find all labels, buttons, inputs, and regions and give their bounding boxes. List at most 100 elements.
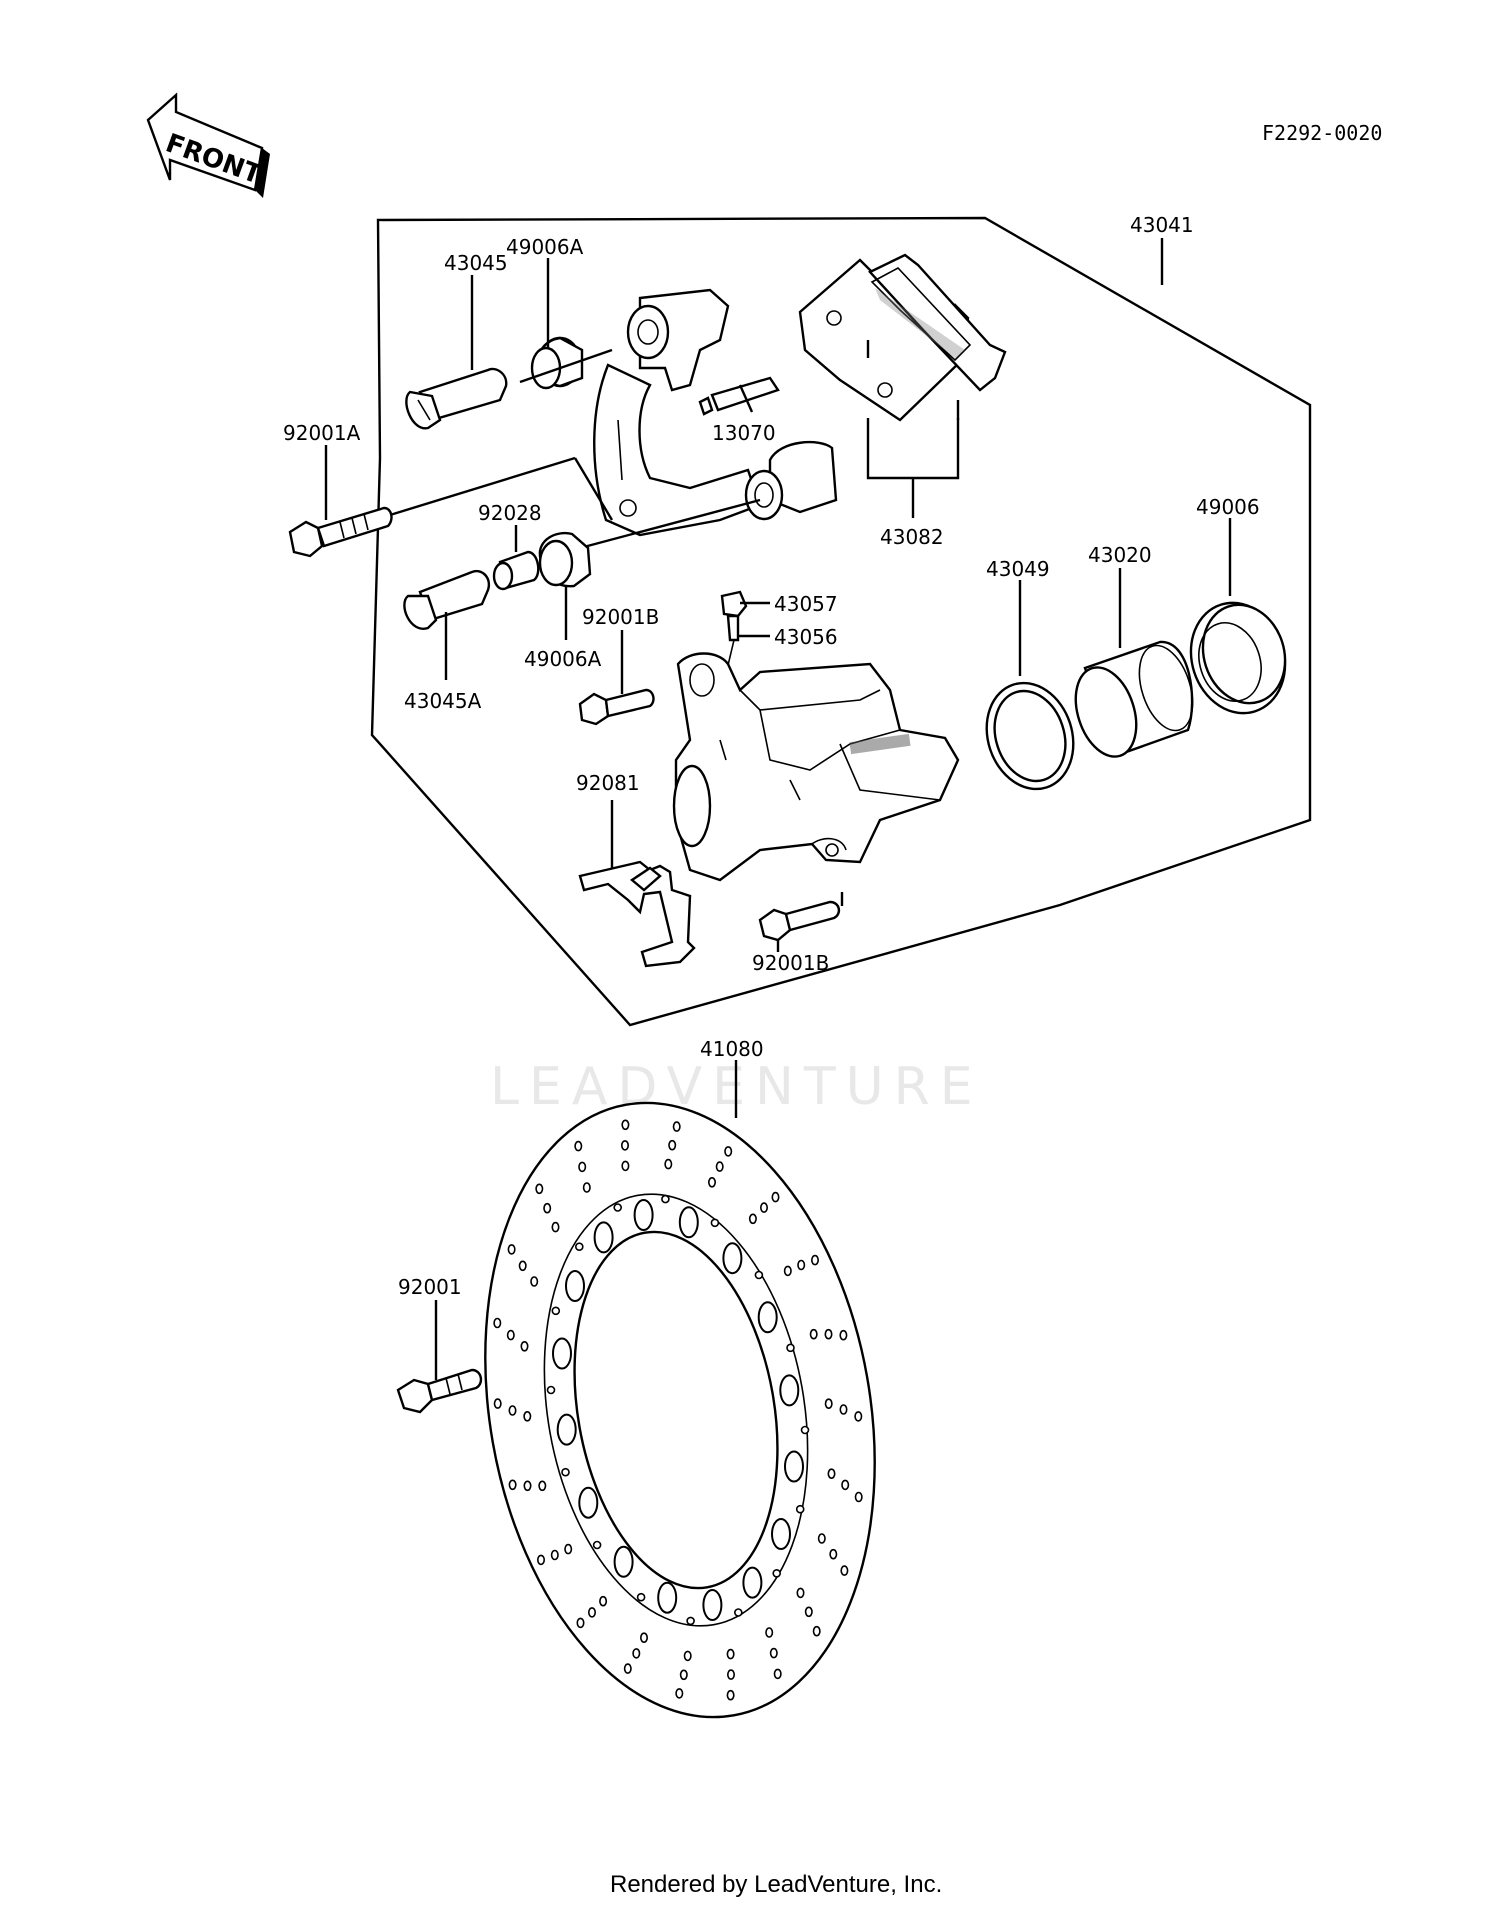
disc-drill-hole xyxy=(506,1329,515,1341)
disc-mount-hole xyxy=(786,1343,795,1353)
disc-drill-hole xyxy=(599,1595,608,1607)
disc-drill-hole xyxy=(508,1479,517,1491)
disc-bolt-92001: 92001 xyxy=(396,1275,483,1414)
disc-drill-hole xyxy=(675,1688,684,1699)
piston-seal: 43049 xyxy=(985,557,1075,791)
disc-drill-hole xyxy=(576,1617,585,1629)
caliper-assembly-outline xyxy=(370,216,1312,1027)
disc-drill-hole xyxy=(493,1398,502,1409)
label-43045: 43045 xyxy=(444,251,508,275)
disc-drill-hole xyxy=(538,1480,547,1492)
disc-mount-hole xyxy=(710,1218,720,1228)
disc-mount-hole xyxy=(661,1194,670,1204)
disc-drill-hole xyxy=(621,1119,630,1131)
label-43056: 43056 xyxy=(774,625,838,649)
disc-drill-hole xyxy=(664,1158,673,1170)
disc-drill-hole xyxy=(810,1254,819,1266)
disc-drill-hole xyxy=(827,1468,836,1479)
front-arrow-icon: FRONT xyxy=(146,92,270,198)
disc-drill-hole xyxy=(797,1259,806,1271)
disc-drill-hole xyxy=(726,1689,735,1701)
disc-drill-hole xyxy=(639,1632,648,1643)
figure-code: F2292-0020 xyxy=(1262,121,1382,145)
disc-drill-hole xyxy=(726,1648,735,1660)
disc-drill-hole xyxy=(829,1548,838,1560)
label-92028: 92028 xyxy=(478,501,542,525)
disc-drill-hole xyxy=(574,1140,583,1152)
label-49006: 49006 xyxy=(1196,495,1260,519)
disc-drill-hole xyxy=(507,1244,516,1255)
disc-drill-hole xyxy=(839,1329,848,1341)
disc-drill-hole xyxy=(543,1202,552,1214)
disc-mount-hole xyxy=(551,1306,561,1316)
bolt-92001A: 92001A xyxy=(283,421,393,558)
disc-drill-hole xyxy=(773,1668,782,1680)
disc-slot-hole xyxy=(556,1413,577,1446)
disc-holes xyxy=(493,1119,863,1701)
disc-drill-hole xyxy=(809,1328,818,1340)
disc-mount-hole xyxy=(561,1467,570,1477)
label-43082: 43082 xyxy=(880,525,944,549)
disc-drill-hole xyxy=(854,1491,863,1503)
disc-drill-hole xyxy=(621,1160,630,1172)
footer-credit: Rendered by LeadVenture, Inc. xyxy=(610,1871,942,1898)
disc-drill-hole xyxy=(550,1549,559,1561)
disc-drill-hole xyxy=(530,1276,539,1287)
disc-drill-hole xyxy=(564,1543,573,1555)
label-43041: 43041 xyxy=(1130,213,1194,237)
brake-disc: 41080 xyxy=(484,1037,876,1719)
disc-drill-hole xyxy=(620,1140,629,1151)
label-92001B-top: 92001B xyxy=(582,605,659,629)
disc-mount-hole xyxy=(795,1504,805,1514)
watermark-text: LEADVENTURE xyxy=(490,1057,983,1117)
piston: 43020 xyxy=(1074,543,1194,758)
disc-drill-hole xyxy=(771,1191,780,1203)
disc-slot-hole xyxy=(678,1206,699,1239)
disc-drill-hole xyxy=(520,1341,529,1352)
disc-drill-hole xyxy=(623,1663,632,1674)
disc-mount-hole xyxy=(754,1270,764,1280)
disc-drill-hole xyxy=(535,1183,544,1195)
bolt-92001B-bottom: 92001B xyxy=(752,892,844,975)
label-92001: 92001 xyxy=(398,1275,462,1299)
label-41080: 41080 xyxy=(700,1037,764,1061)
disc-drill-hole xyxy=(839,1404,848,1415)
disc-drill-hole xyxy=(854,1411,863,1422)
disc-slot-hole xyxy=(578,1486,599,1519)
anti-rattle-shim: 13070 xyxy=(698,376,780,445)
spring-92081: 92081 xyxy=(576,771,696,968)
caliper-body xyxy=(672,652,960,882)
disc-drill-hole xyxy=(812,1625,821,1637)
label-92081: 92081 xyxy=(576,771,640,795)
label-43049: 43049 xyxy=(986,557,1050,581)
disc-mount-hole xyxy=(546,1385,556,1395)
pin-boot-lower: 49006A xyxy=(524,531,602,671)
disc-drill-hole xyxy=(759,1202,768,1213)
disc-slot-hole xyxy=(633,1199,654,1231)
disc-mount-hole xyxy=(636,1592,646,1602)
sleeve-92028: 92028 xyxy=(478,501,542,591)
disc-drill-hole xyxy=(769,1647,778,1659)
dust-seal: 49006 xyxy=(1189,495,1287,715)
label-92001A: 92001A xyxy=(283,421,361,445)
disc-slot-hole xyxy=(757,1301,778,1334)
disc-drill-hole xyxy=(578,1161,587,1173)
disc-drill-hole xyxy=(765,1627,774,1638)
disc-drill-hole xyxy=(523,1411,532,1422)
disc-slot-hole xyxy=(779,1374,800,1407)
disc-slot-hole xyxy=(722,1242,743,1275)
disc-drill-hole xyxy=(840,1565,849,1576)
disc-drill-hole xyxy=(668,1139,677,1151)
disc-drill-hole xyxy=(551,1221,560,1233)
disc-slot-hole xyxy=(742,1566,763,1599)
disc-mount-hole xyxy=(574,1242,584,1251)
disc-mount-hole xyxy=(772,1569,782,1578)
bolt-92001B-top: 92001B xyxy=(578,605,659,726)
disc-drill-hole xyxy=(783,1265,792,1277)
disc-slot-hole xyxy=(593,1221,614,1254)
disc-slot-hole xyxy=(657,1581,678,1614)
label-13070: 13070 xyxy=(712,421,776,445)
disc-drill-hole xyxy=(672,1121,681,1132)
disc-drill-hole xyxy=(582,1182,591,1193)
